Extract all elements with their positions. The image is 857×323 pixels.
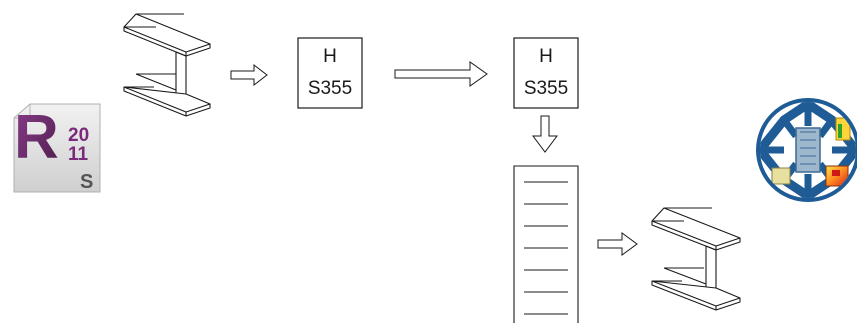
section-table-icon — [513, 165, 579, 323]
analysis-software-logo-icon — [756, 98, 857, 202]
logo-suffix: S — [80, 171, 93, 193]
steel-beam-icon — [123, 13, 211, 117]
arrow-icon — [230, 63, 268, 87]
arrow-icon-2 — [597, 232, 638, 256]
material-label-2: S355 — [524, 78, 568, 99]
section-label-2: H — [539, 46, 553, 67]
section-material-box-2: H S355 — [513, 37, 579, 109]
logo-year-top: 20 — [68, 125, 89, 146]
section-material-box: H S355 — [297, 37, 363, 109]
logo-letter: R — [14, 103, 59, 172]
down-arrow-icon — [532, 115, 558, 153]
steel-beam-icon-2 — [651, 207, 741, 311]
material-label: S355 — [308, 78, 352, 99]
logo-year-bottom: 11 — [68, 144, 89, 165]
revit-logo-icon: R 20 11 S — [13, 103, 101, 193]
long-arrow-icon — [394, 61, 488, 87]
section-label: H — [323, 46, 337, 67]
